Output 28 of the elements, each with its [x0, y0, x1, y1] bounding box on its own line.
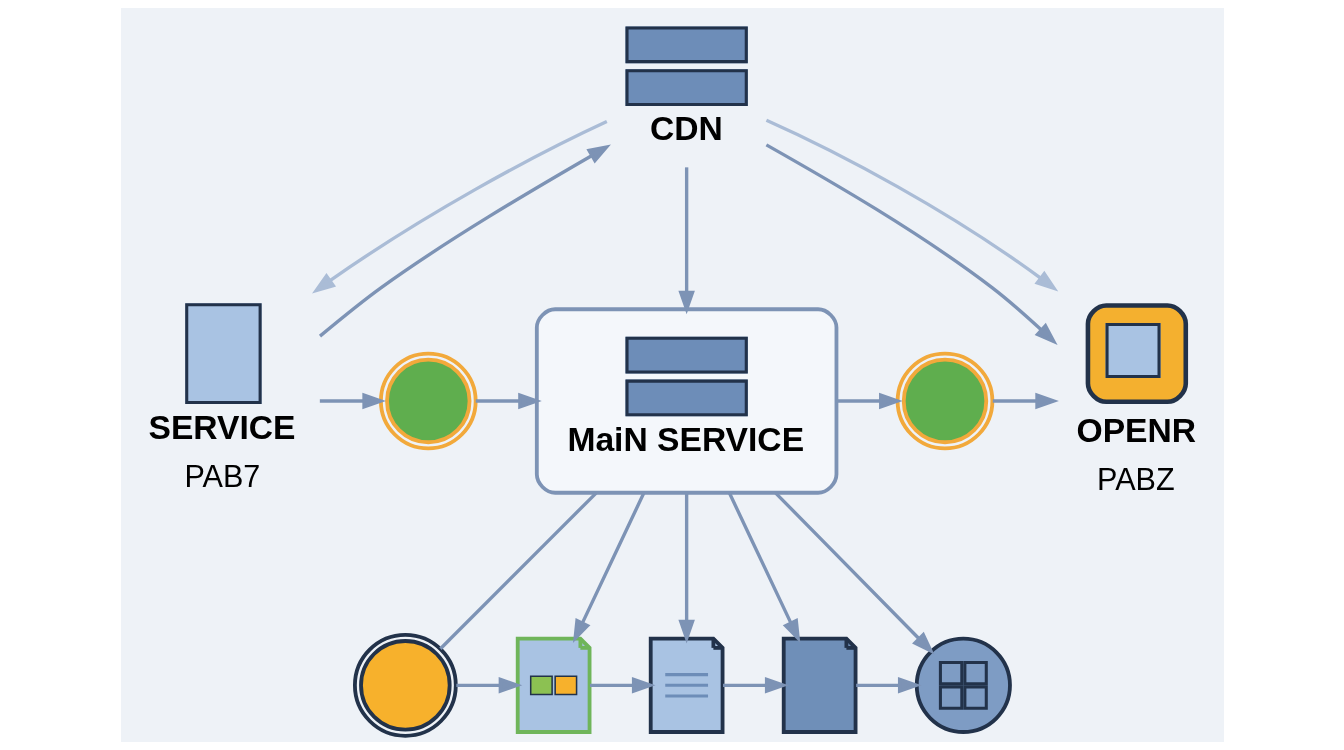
node-picture: [914, 636, 1012, 734]
node-label: CDN: [649, 110, 723, 148]
arrow: [455, 677, 522, 694]
arrow: [765, 143, 1058, 345]
node-label: OPENR: [1075, 411, 1196, 449]
arrow: [774, 491, 934, 655]
node-label: PABZ: [1096, 461, 1175, 496]
node-picture: [378, 351, 478, 451]
arrow: [765, 118, 1058, 292]
arrow: [311, 119, 608, 294]
arrow: [572, 492, 645, 643]
arrow: [589, 677, 655, 694]
arrow: [475, 392, 542, 410]
arrow: [855, 677, 922, 694]
arrow: [722, 677, 788, 694]
node-label: PAB7: [183, 458, 260, 493]
node-box: MaiN SERVICE: [534, 307, 838, 495]
arrow: [677, 493, 695, 644]
arrow: [992, 392, 1059, 410]
arrow: [836, 392, 903, 410]
connector: [438, 491, 597, 650]
node-picture: [895, 351, 994, 451]
node-picture: [352, 633, 458, 738]
arrow: [727, 492, 800, 643]
arrow: [677, 167, 695, 315]
node-label: SERVICE: [148, 408, 296, 446]
arrow: [319, 392, 386, 410]
arrow: [318, 144, 611, 338]
